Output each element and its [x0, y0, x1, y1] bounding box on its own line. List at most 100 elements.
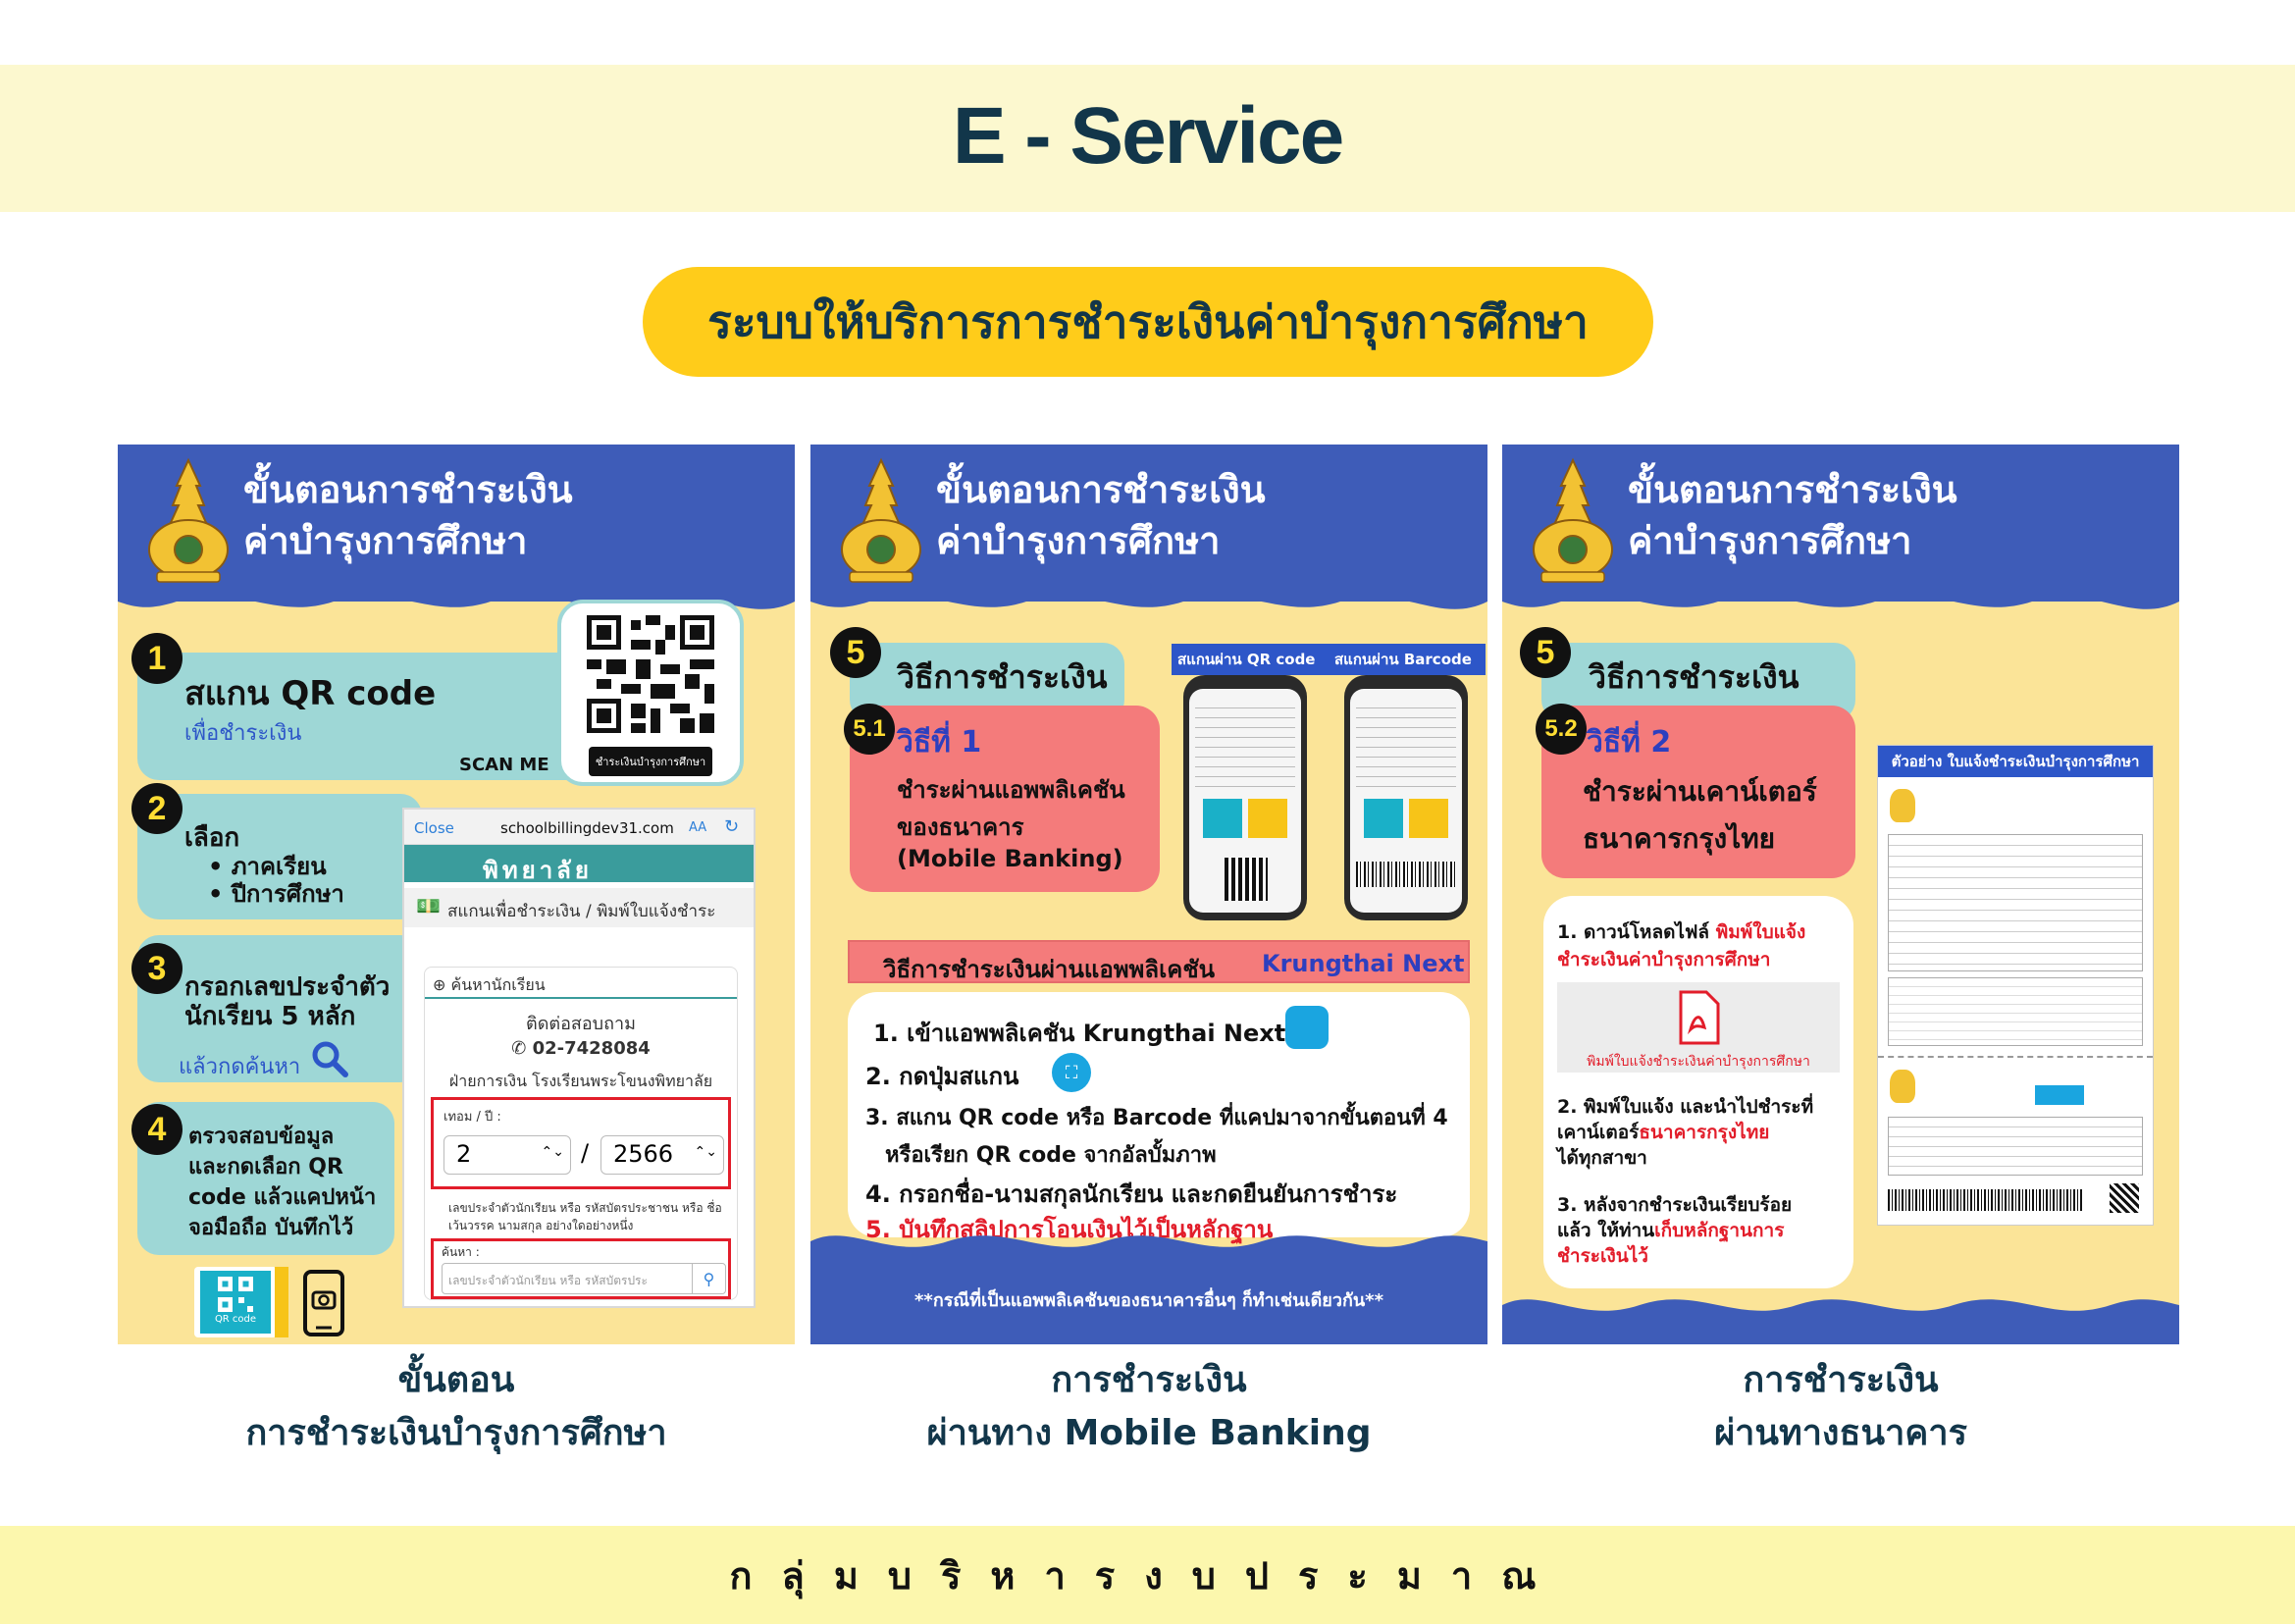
panel-footer: **กรณีที่เป็นแอพพลิเคชันของธนาคารอื่นๆ ก…: [810, 1266, 1487, 1344]
school-banner: พิทยาลัย: [404, 845, 754, 884]
qr-app-tile: QR code: [194, 1267, 277, 1337]
panel-title-line1: ขั้นตอนการชำระเงิน: [936, 468, 1266, 511]
instruction-step3-cont: หรือเรียก QR code จากอัลบั้มภาพ: [885, 1143, 1217, 1168]
counter-step2-counter: เคาน์เตอร์: [1557, 1122, 1640, 1143]
panel-title-line2: ค่าบำรุงการศึกษา: [243, 519, 528, 562]
qr-card[interactable]: ชำระเงินบำรุงการศึกษา: [557, 600, 744, 786]
instruction-step4: 4. กรอกชื่อ-นามสกุลนักเรียน และกดยืนยันก…: [865, 1180, 1398, 1208]
barcode-mini-icon: [1409, 799, 1448, 838]
reload-icon[interactable]: ↻: [724, 816, 740, 837]
krungthai-logo-icon: [2035, 1085, 2084, 1105]
panel-title-line2: ค่าบำรุงการศึกษา: [1628, 519, 1912, 562]
sample-bill-document: ตัวอย่าง ใบแจ้งชำระเงินบำรุงการศึกษา: [1877, 745, 2154, 1226]
term-select[interactable]: 2⌃⌄: [443, 1135, 571, 1175]
step4-line4: จอมือถือ บันทึกไว้: [188, 1216, 354, 1240]
step3-title-line1: กรอกเลขประจำตัว: [184, 972, 391, 1002]
panel-title: ขั้นตอนการชำระเงิน ค่าบำรุงการศึกษา: [1628, 464, 1957, 566]
student-search-input[interactable]: เลขประจำตัวนักเรียน หรือ รหัสบัตรประ ⚲: [442, 1263, 726, 1294]
step1-title: สแกน QR code: [184, 674, 437, 713]
step1-number: 1: [131, 633, 183, 684]
bill-cut-line: [1878, 1056, 2153, 1058]
other-bank-note: **กรณีที่เป็นแอพพลิเคชันของธนาคารอื่นๆ ก…: [914, 1290, 1383, 1311]
sample-bill-title: ตัวอย่าง ใบแจ้งชำระเงินบำรุงการศึกษา: [1878, 746, 2153, 777]
step5-title: วิธีการชำระเงิน: [897, 658, 1108, 696]
wave-decoration: [810, 572, 1487, 609]
year-value: 2566: [613, 1140, 674, 1168]
panel-title: ขั้นตอนการชำระเงิน ค่าบำรุงการศึกษา: [243, 464, 573, 566]
caption-line1: ขั้นตอน: [397, 1360, 515, 1400]
phone-text-lines: [1356, 699, 1456, 787]
method1-title: วิธีที่ 1: [897, 725, 982, 760]
qr-mini-icon: [1364, 799, 1403, 838]
browser-menu[interactable]: 💵 สแกนเพื่อชำระเงิน / พิมพ์ใบแจ้งชำระ: [404, 888, 754, 927]
method1-line2: ของธนาคาร: [897, 813, 1024, 841]
bill-crest-icon: [1890, 1070, 1915, 1103]
bill-qr-icon: [2110, 1183, 2139, 1213]
qr-app-label: QR code: [214, 1314, 257, 1325]
tag-scan-qr: สแกนผ่าน QR code: [1172, 644, 1329, 675]
select-arrow-icon: ⌃⌄: [694, 1144, 717, 1160]
counter-step3-d: ชำระเงินไว้: [1557, 1245, 1648, 1267]
counter-step2-d: ได้ทุกสาขา: [1557, 1147, 1647, 1169]
phone-icon: ✆: [511, 1038, 533, 1059]
qr-caption: ชำระเงินบำรุงการศึกษา: [589, 747, 712, 776]
qr-result-icon: [1225, 858, 1268, 901]
search-submit-icon[interactable]: ⚲: [692, 1264, 725, 1293]
bill-table: [1888, 834, 2143, 971]
browser-mock: Close schoolbillingdev31.com AA ↻ พิทยาล…: [402, 808, 756, 1308]
counter-step1-a: 1. ดาวน์โหลดไฟล์: [1557, 921, 1710, 943]
method1-number: 5.1: [844, 704, 895, 755]
search-student-tab-label: ค้นหานักเรียน: [450, 975, 546, 994]
caption-line2: ผ่านทาง Mobile Banking: [926, 1413, 1372, 1453]
step3-subtitle: แล้วกดค้นหา: [179, 1055, 301, 1079]
panel-bank-counter: ขั้นตอนการชำระเงิน ค่าบำรุงการศึกษา 5 วิ…: [1502, 445, 2179, 1344]
yellow-strip: [275, 1267, 288, 1337]
banner-text: วิธีการชำระเงินผ่านแอพพลิเคชัน: [883, 956, 1216, 983]
counter-instructions: 1. ดาวน์โหลดไฟล์ พิมพ์ใบแจ้ง ชำระเงินค่า…: [1543, 896, 1853, 1288]
bill-payin-table: [1888, 1117, 2143, 1176]
search-label: ค้นหา :: [442, 1245, 480, 1259]
slash-divider: /: [581, 1139, 590, 1167]
phone-barcode-mock: [1344, 675, 1468, 920]
page-title: E - Service: [952, 91, 1344, 181]
term-year-label: เทอม / ปี :: [443, 1110, 501, 1125]
step2-number: 2: [131, 783, 183, 834]
step2-title: เลือก: [184, 823, 240, 853]
contact-dept: ฝ่ายการเงิน โรงเรียนพระโขนงพิทยาลัย: [448, 1072, 713, 1090]
term-value: 2: [456, 1140, 472, 1168]
tag-scan-barcode: สแกนผ่าน Barcode: [1329, 644, 1486, 675]
browser-aa-button[interactable]: AA: [689, 820, 707, 835]
step3-card: [137, 935, 422, 1082]
browser-close-button[interactable]: Close: [414, 819, 454, 837]
caption-line1: การชำระเงิน: [1051, 1360, 1247, 1400]
search-placeholder: เลขประจำตัวนักเรียน หรือ รหัสบัตรประ: [448, 1274, 648, 1287]
counter-step1-b: พิมพ์ใบแจ้ง: [1715, 921, 1806, 943]
step1-subtitle: เพื่อชำระเงิน: [184, 721, 302, 746]
browser-url[interactable]: schoolbillingdev31.com: [500, 819, 674, 837]
caption-steps: ขั้นตอน การชำระเงินบำรุงการศึกษา: [118, 1354, 795, 1460]
panel-title-line1: ขั้นตอนการชำระเงิน: [243, 468, 573, 511]
year-select[interactable]: 2566 ⌃⌄: [600, 1135, 724, 1175]
contact-phone: ✆ 02-7428084: [425, 1038, 737, 1059]
phone-screen: [1350, 689, 1462, 913]
school-banner-text: พิทยาลัย: [483, 857, 593, 884]
search-student-tab[interactable]: ⊕ ค้นหานักเรียน: [433, 973, 546, 998]
step3-number: 3: [131, 943, 183, 994]
step2-item-year: • ปีการศึกษา: [208, 880, 344, 908]
subtitle-pill: ระบบให้บริการการชำระเงินค่าบำรุงการศึกษา: [643, 267, 1653, 377]
counter-step3-you: แล้ว ให้ท่าน: [1557, 1220, 1655, 1241]
method2-number: 5.2: [1536, 704, 1587, 755]
panel-mobile-banking: ขั้นตอนการชำระเงิน ค่าบำรุงการศึกษา 5 วิ…: [810, 445, 1487, 1344]
method1-line1: ชำระผ่านแอพพลิเคชัน: [897, 776, 1125, 804]
caption-mobile-banking: การชำระเงิน ผ่านทาง Mobile Banking: [810, 1354, 1487, 1460]
bill-totals: [1888, 977, 2143, 1046]
school-crest-icon: [148, 457, 229, 583]
footer-band: กลุ่มบริหารงบประมาณ: [0, 1526, 2295, 1624]
tab-underline: [425, 997, 737, 999]
step4-line1: ตรวจสอบข้อมูล: [188, 1125, 335, 1149]
step4-text: ตรวจสอบข้อมูล และกดเลือก QR code แล้วแคป…: [188, 1122, 376, 1243]
school-crest-icon: [841, 457, 921, 583]
step4-line3: code แล้วแคปหน้า: [188, 1185, 377, 1210]
wave-decoration: [1502, 572, 2179, 609]
pdf-download-box[interactable]: พิมพ์ใบแจ้งชำระเงินค่าบำรุงการศึกษา: [1557, 982, 1840, 1073]
